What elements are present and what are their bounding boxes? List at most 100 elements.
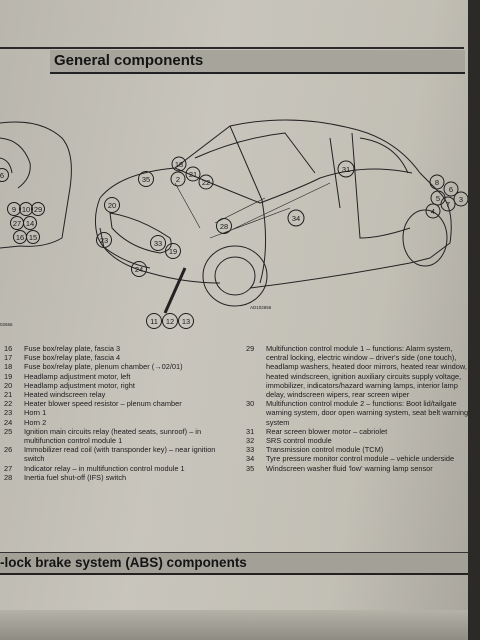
legend-item-text: Inertia fuel shut-off (IFS) switch (24, 472, 127, 482)
car-sill-outline (249, 257, 431, 289)
callout-23: 23 (96, 232, 112, 248)
legend-item-text: Fuse box/relay plate, fascia 4 (24, 353, 121, 363)
callout-left-29: 29 (31, 202, 45, 216)
callout-8: 8 (429, 174, 445, 190)
legend-item: 30 Multifunction control module 2 – funct… (246, 399, 468, 427)
callout-left-27: 27 (10, 216, 24, 230)
callout-5: 5 (430, 190, 446, 206)
svg-text:28: 28 (220, 222, 228, 231)
svg-text:19: 19 (169, 247, 177, 256)
svg-text:34: 34 (292, 214, 300, 223)
svg-text:16: 16 (16, 233, 24, 242)
legend-item-number: 20 (4, 380, 13, 390)
legend-item-text: SRS control module (266, 436, 332, 446)
car-diagram: 6 9 10 29 27 14 16 15 18 21 2 22 35 31 8… (0, 78, 468, 333)
legend-item: 19 Headlamp adjustment motor, left (4, 372, 236, 381)
legend-item-number: 19 (4, 371, 13, 381)
car-front-outline (94, 197, 221, 284)
svg-text:3: 3 (459, 195, 463, 204)
svg-text:20: 20 (108, 201, 116, 210)
svg-text:7: 7 (446, 200, 450, 209)
diagram-ref-code: AD102656 (250, 305, 272, 310)
legend-item: 28 Inertia fuel shut-off (IFS) switch (4, 473, 236, 482)
car-illustration: 6 9 10 29 27 14 16 15 18 21 2 22 35 31 8… (0, 119, 468, 329)
partial-wheel-arc (0, 137, 31, 189)
svg-text:18: 18 (175, 160, 183, 169)
callout-35: 35 (138, 171, 154, 187)
legend-item-text: Horn 2 (24, 417, 47, 427)
legend-item-text: Multifunction control module 1 – functio… (266, 344, 467, 400)
section-title: General components (54, 52, 204, 69)
legend-item-number: 35 (246, 463, 255, 473)
legend-item-text: Fuse box/relay plate, plenum chamber (→0… (24, 362, 183, 372)
callout-24: 24 (131, 261, 147, 277)
callout-11: 11 (146, 313, 162, 329)
svg-text:31: 31 (342, 165, 350, 174)
callout-left-16: 16 (13, 230, 27, 244)
callout-31: 31 (337, 160, 355, 178)
legend-item-text: Tyre pressure monitor control module – v… (266, 454, 455, 464)
headlamp (109, 212, 172, 254)
svg-text:10: 10 (22, 205, 30, 214)
svg-text:27: 27 (13, 219, 21, 228)
svg-text:29: 29 (34, 205, 42, 214)
legend-item-text: Transmission control module (TCM) (266, 445, 384, 455)
callout-6: 6 (443, 181, 459, 197)
callout-left-9: 9 (7, 202, 21, 216)
svg-text:9: 9 (12, 205, 16, 214)
legend-item-text: Indicator relay – in multifunction contr… (24, 463, 185, 473)
svg-text:33: 33 (154, 239, 162, 248)
diagram-ref-code-left: 02656 (0, 322, 13, 327)
callout-left-14: 14 (23, 216, 37, 230)
legend-item: 27 Indicator relay – in multifunction con… (4, 464, 236, 473)
callout-18: 18 (171, 156, 187, 172)
legend-item-text: Headlamp adjustment motor, right (24, 380, 135, 390)
callout-12: 12 (162, 313, 178, 329)
legend-item-number: 27 (4, 463, 13, 473)
callout-7: 7 (440, 196, 456, 212)
callout-4: 4 (425, 203, 441, 219)
svg-text:2: 2 (176, 175, 180, 184)
svg-text:22: 22 (202, 178, 210, 187)
callout-left-6: 6 (0, 168, 9, 182)
page-bottom-shade (0, 610, 468, 640)
legend-item-number: 28 (4, 472, 13, 482)
next-section-header: -lock brake system (ABS) components (0, 552, 468, 575)
legend-item-number: 30 (246, 399, 255, 409)
legend-item-number: 26 (4, 445, 13, 455)
callout-21: 21 (185, 166, 201, 182)
legend-item-number: 16 (4, 344, 13, 353)
callout-left-15: 15 (26, 230, 40, 244)
svg-text:13: 13 (182, 317, 190, 326)
svg-text:21: 21 (189, 170, 197, 179)
legend-item-text: Heated windscreen relay (24, 390, 106, 400)
legend-item-number: 32 (246, 436, 255, 446)
svg-text:12: 12 (166, 317, 174, 326)
legend-item-text: Headlamp adjustment motor, left (24, 371, 131, 381)
svg-text:11: 11 (150, 317, 158, 326)
callout-20: 20 (104, 197, 120, 213)
legend-item-text: Multifunction control module 2 – functio… (266, 399, 468, 427)
partial-dashboard-outline (0, 121, 72, 249)
callout-28: 28 (216, 218, 232, 234)
car-belt-line (174, 167, 413, 204)
svg-text:14: 14 (26, 219, 34, 228)
svg-text:6: 6 (0, 171, 4, 180)
callout-3: 3 (453, 191, 468, 207)
callout-13: 13 (178, 313, 194, 329)
legend-item: 20 Headlamp adjustment motor, right (4, 381, 236, 390)
